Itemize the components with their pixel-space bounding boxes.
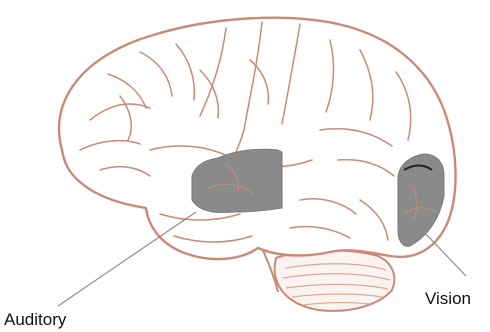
cerebellum <box>275 250 395 311</box>
vision-leader-line <box>424 232 466 276</box>
auditory-label: Auditory <box>4 311 66 328</box>
auditory-leader-line <box>58 212 196 306</box>
vision-label: Vision <box>425 290 471 307</box>
